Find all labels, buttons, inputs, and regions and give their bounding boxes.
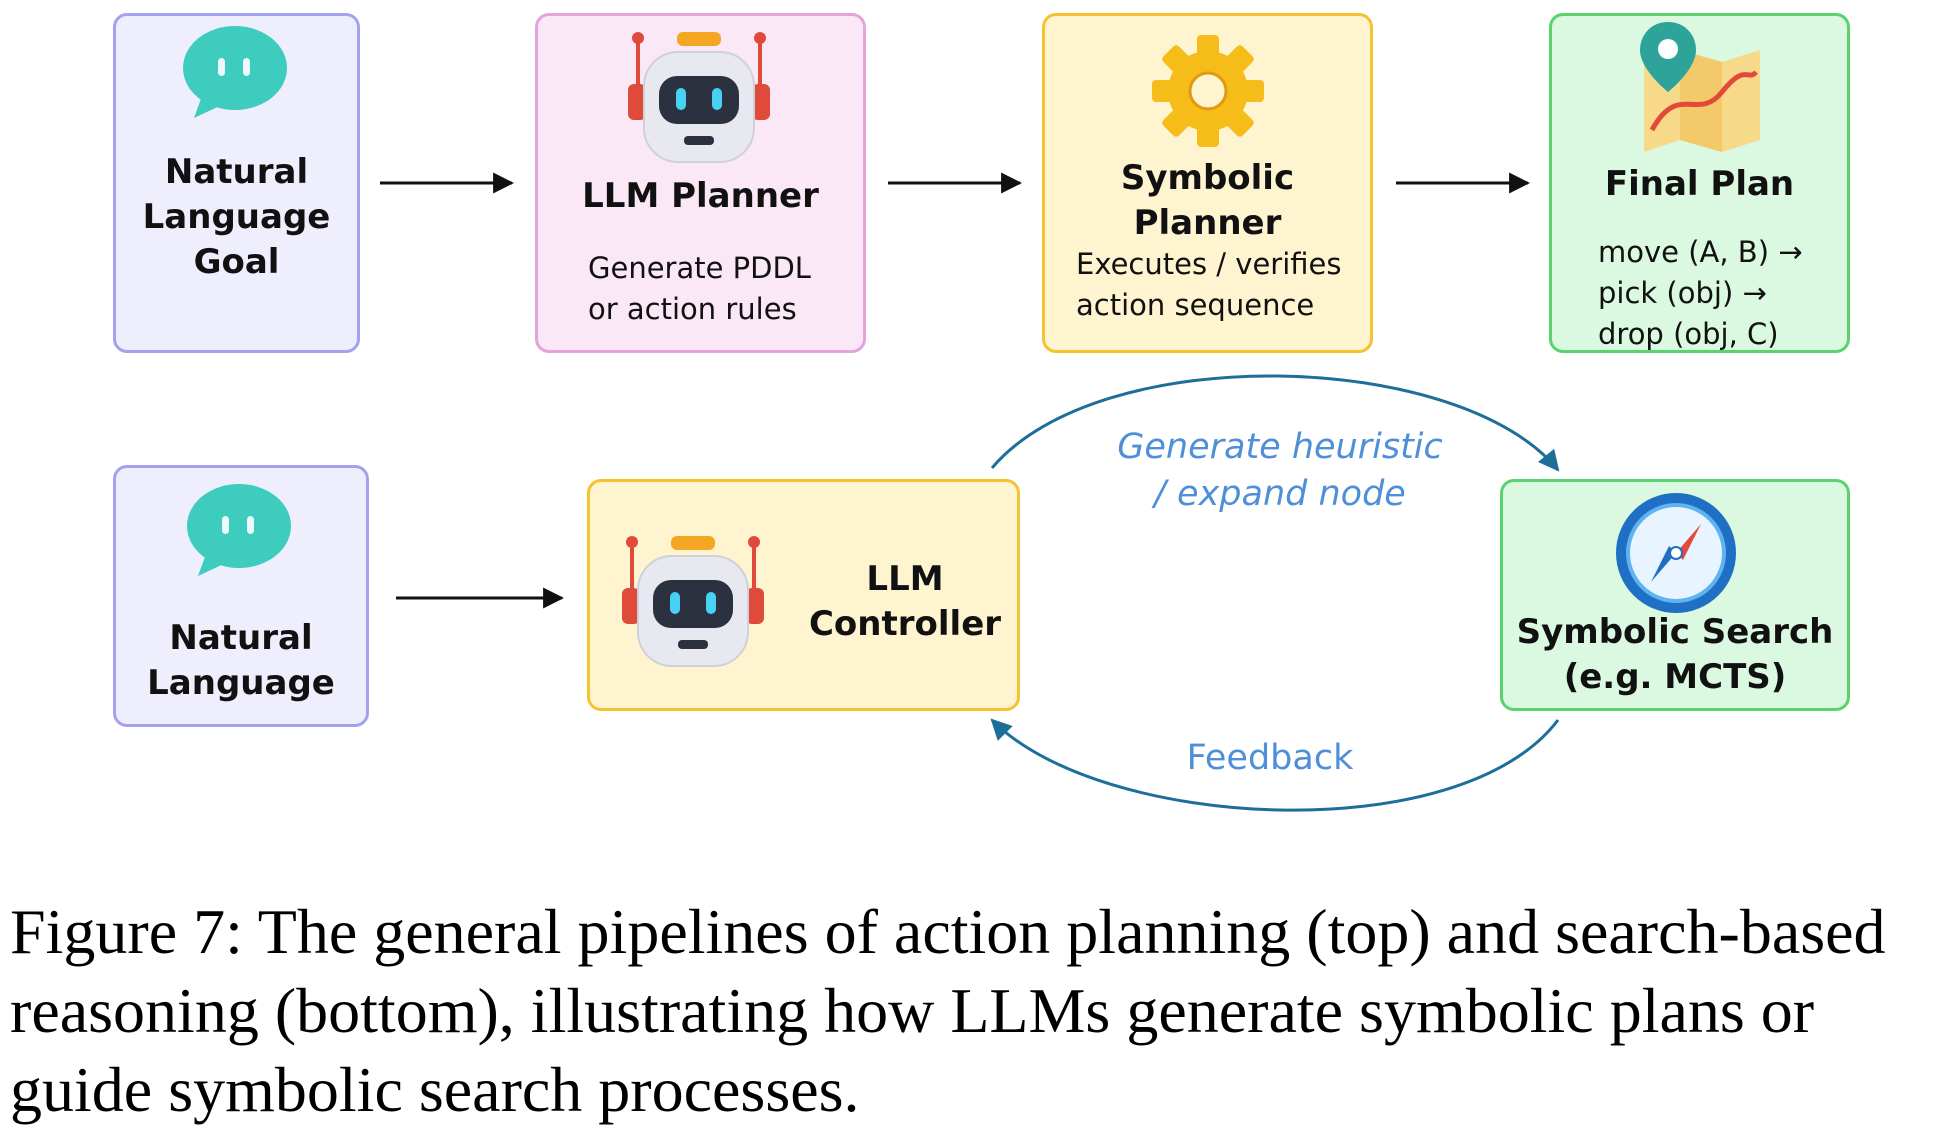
final-plan-box: Final Plan move (A, B) → pick (obj) → dr… <box>1549 13 1850 353</box>
feedback-label: Feedback <box>1186 738 1354 778</box>
controller-title: LLM Controller <box>808 559 1002 644</box>
gear-icon <box>1152 35 1264 147</box>
final-plan-title: Final Plan <box>1604 164 1795 204</box>
symbolic-planner-subtitle: Executes / verifies action sequence <box>1076 247 1342 322</box>
llm-planner-title: LLM Planner <box>582 176 819 216</box>
arc-feedback <box>990 718 1560 812</box>
controller-box: LLM Controller <box>587 479 1020 711</box>
compass-icon <box>1616 493 1736 613</box>
chat-bubble-icon <box>187 484 291 576</box>
robot-icon <box>628 32 770 163</box>
symbolic-planner-title: Symbolic Planner <box>1120 158 1295 243</box>
llm-planner-subtitle: Generate PDDL or action rules <box>588 251 811 326</box>
generate-heuristic-label: Generate heuristic / expand node <box>1117 427 1443 514</box>
figure-caption: Figure 7: The general pipelines of actio… <box>10 896 1886 1125</box>
goal-box: Natural Language Goal <box>113 13 360 353</box>
final-plan-steps: move (A, B) → pick (obj) → drop (obj, C) <box>1598 235 1803 351</box>
chat-bubble-icon <box>183 26 287 118</box>
input-title: Natural Language <box>147 618 335 703</box>
llm-planner-box: LLM Planner Generate PDDL or action rule… <box>535 13 866 353</box>
goal-title: Natural Language Goal <box>142 152 331 282</box>
search-title: Symbolic Search (e.g. MCTS) <box>1516 612 1834 697</box>
arc-generate-heuristic <box>990 374 1560 472</box>
map-pin-icon <box>1640 22 1760 152</box>
symbolic-planner-box: Symbolic Planner Executes / verifies act… <box>1042 13 1373 353</box>
input-box: Natural Language <box>113 465 369 727</box>
robot-icon <box>622 536 764 667</box>
search-box: Symbolic Search (e.g. MCTS) <box>1500 479 1850 711</box>
